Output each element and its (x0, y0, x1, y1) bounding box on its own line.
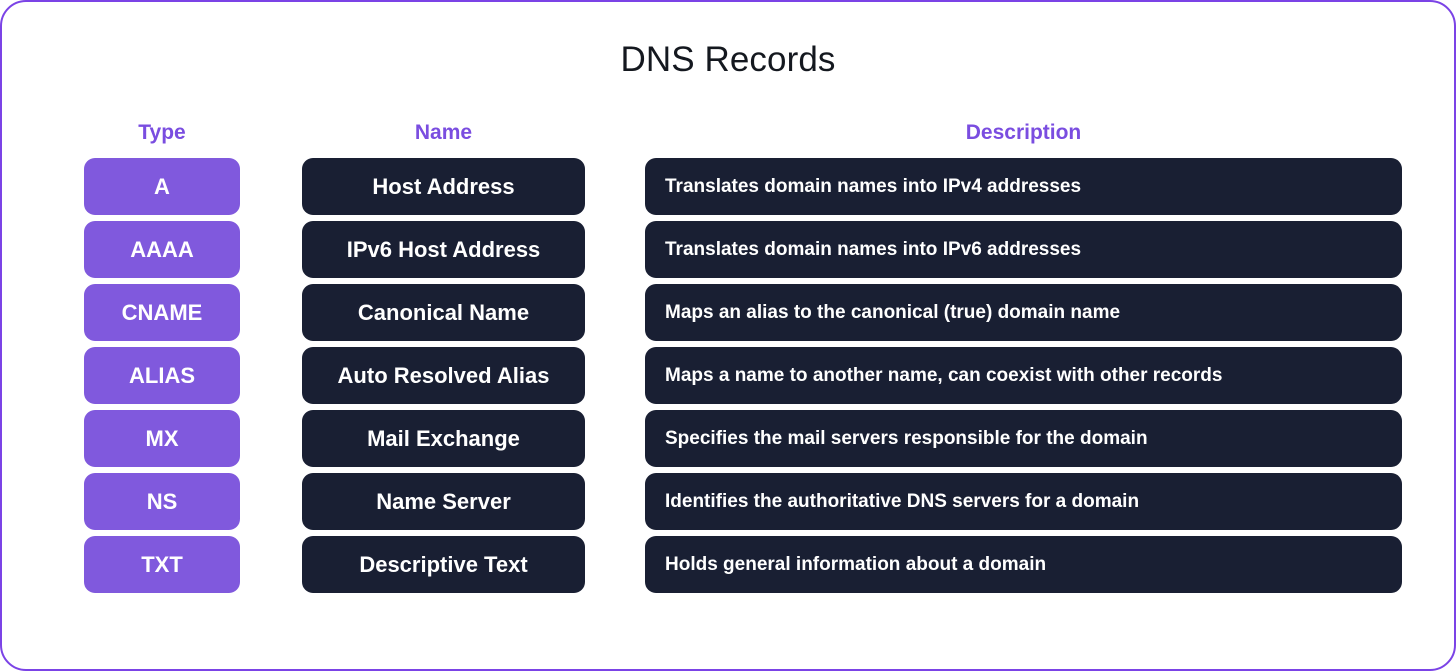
column-header-description: Description (965, 121, 1082, 144)
page-title: DNS Records (620, 40, 836, 79)
record-name-pill[interactable]: IPv6 Host Address (302, 221, 585, 278)
table-row: ALIAS Auto Resolved Alias Maps a name to a… (84, 347, 1402, 404)
record-type-pill[interactable]: MX (84, 410, 240, 467)
record-description-pill[interactable]: Identifies the authoritative DNS servers… (645, 473, 1402, 530)
record-description-pill[interactable]: Translates domain names into IPv4 addres… (645, 158, 1402, 215)
table-header-row: Type Name Description (84, 120, 1402, 146)
record-type-pill[interactable]: NS (84, 473, 240, 530)
table-row: NS Name Server Identifies the authoritativ… (84, 473, 1402, 530)
record-description-pill[interactable]: Translates domain names into IPv6 addres… (645, 221, 1402, 278)
record-description-pill[interactable]: Maps a name to another name, can coexist… (645, 347, 1402, 404)
table-row: TXT Descriptive Text Holds general informa… (84, 536, 1402, 593)
column-header-name: Name (414, 121, 473, 144)
record-name-pill[interactable]: Name Server (302, 473, 585, 530)
record-type-pill[interactable]: AAAA (84, 221, 240, 278)
record-type-pill[interactable]: TXT (84, 536, 240, 593)
table-row: A Host Address Translates domain names int… (84, 158, 1402, 215)
table-row: AAAA IPv6 Host Address Translates domain n… (84, 221, 1402, 278)
record-name-pill[interactable]: Mail Exchange (302, 410, 585, 467)
record-description-pill[interactable]: Holds general information about a domain (645, 536, 1402, 593)
record-type-pill[interactable]: ALIAS (84, 347, 240, 404)
column-header-type: Type (138, 121, 186, 144)
record-type-pill[interactable]: CNAME (84, 284, 240, 341)
table-row: CNAME Canonical Name Maps an alias to the … (84, 284, 1402, 341)
record-name-pill[interactable]: Auto Resolved Alias (302, 347, 585, 404)
record-name-pill[interactable]: Canonical Name (302, 284, 585, 341)
record-name-pill[interactable]: Host Address (302, 158, 585, 215)
record-description-pill[interactable]: Maps an alias to the canonical (true) do… (645, 284, 1402, 341)
record-description-pill[interactable]: Specifies the mail servers responsible f… (645, 410, 1402, 467)
record-type-pill[interactable]: A (84, 158, 240, 215)
record-name-pill[interactable]: Descriptive Text (302, 536, 585, 593)
table-row: MX Mail Exchange Specifies the mail server… (84, 410, 1402, 467)
